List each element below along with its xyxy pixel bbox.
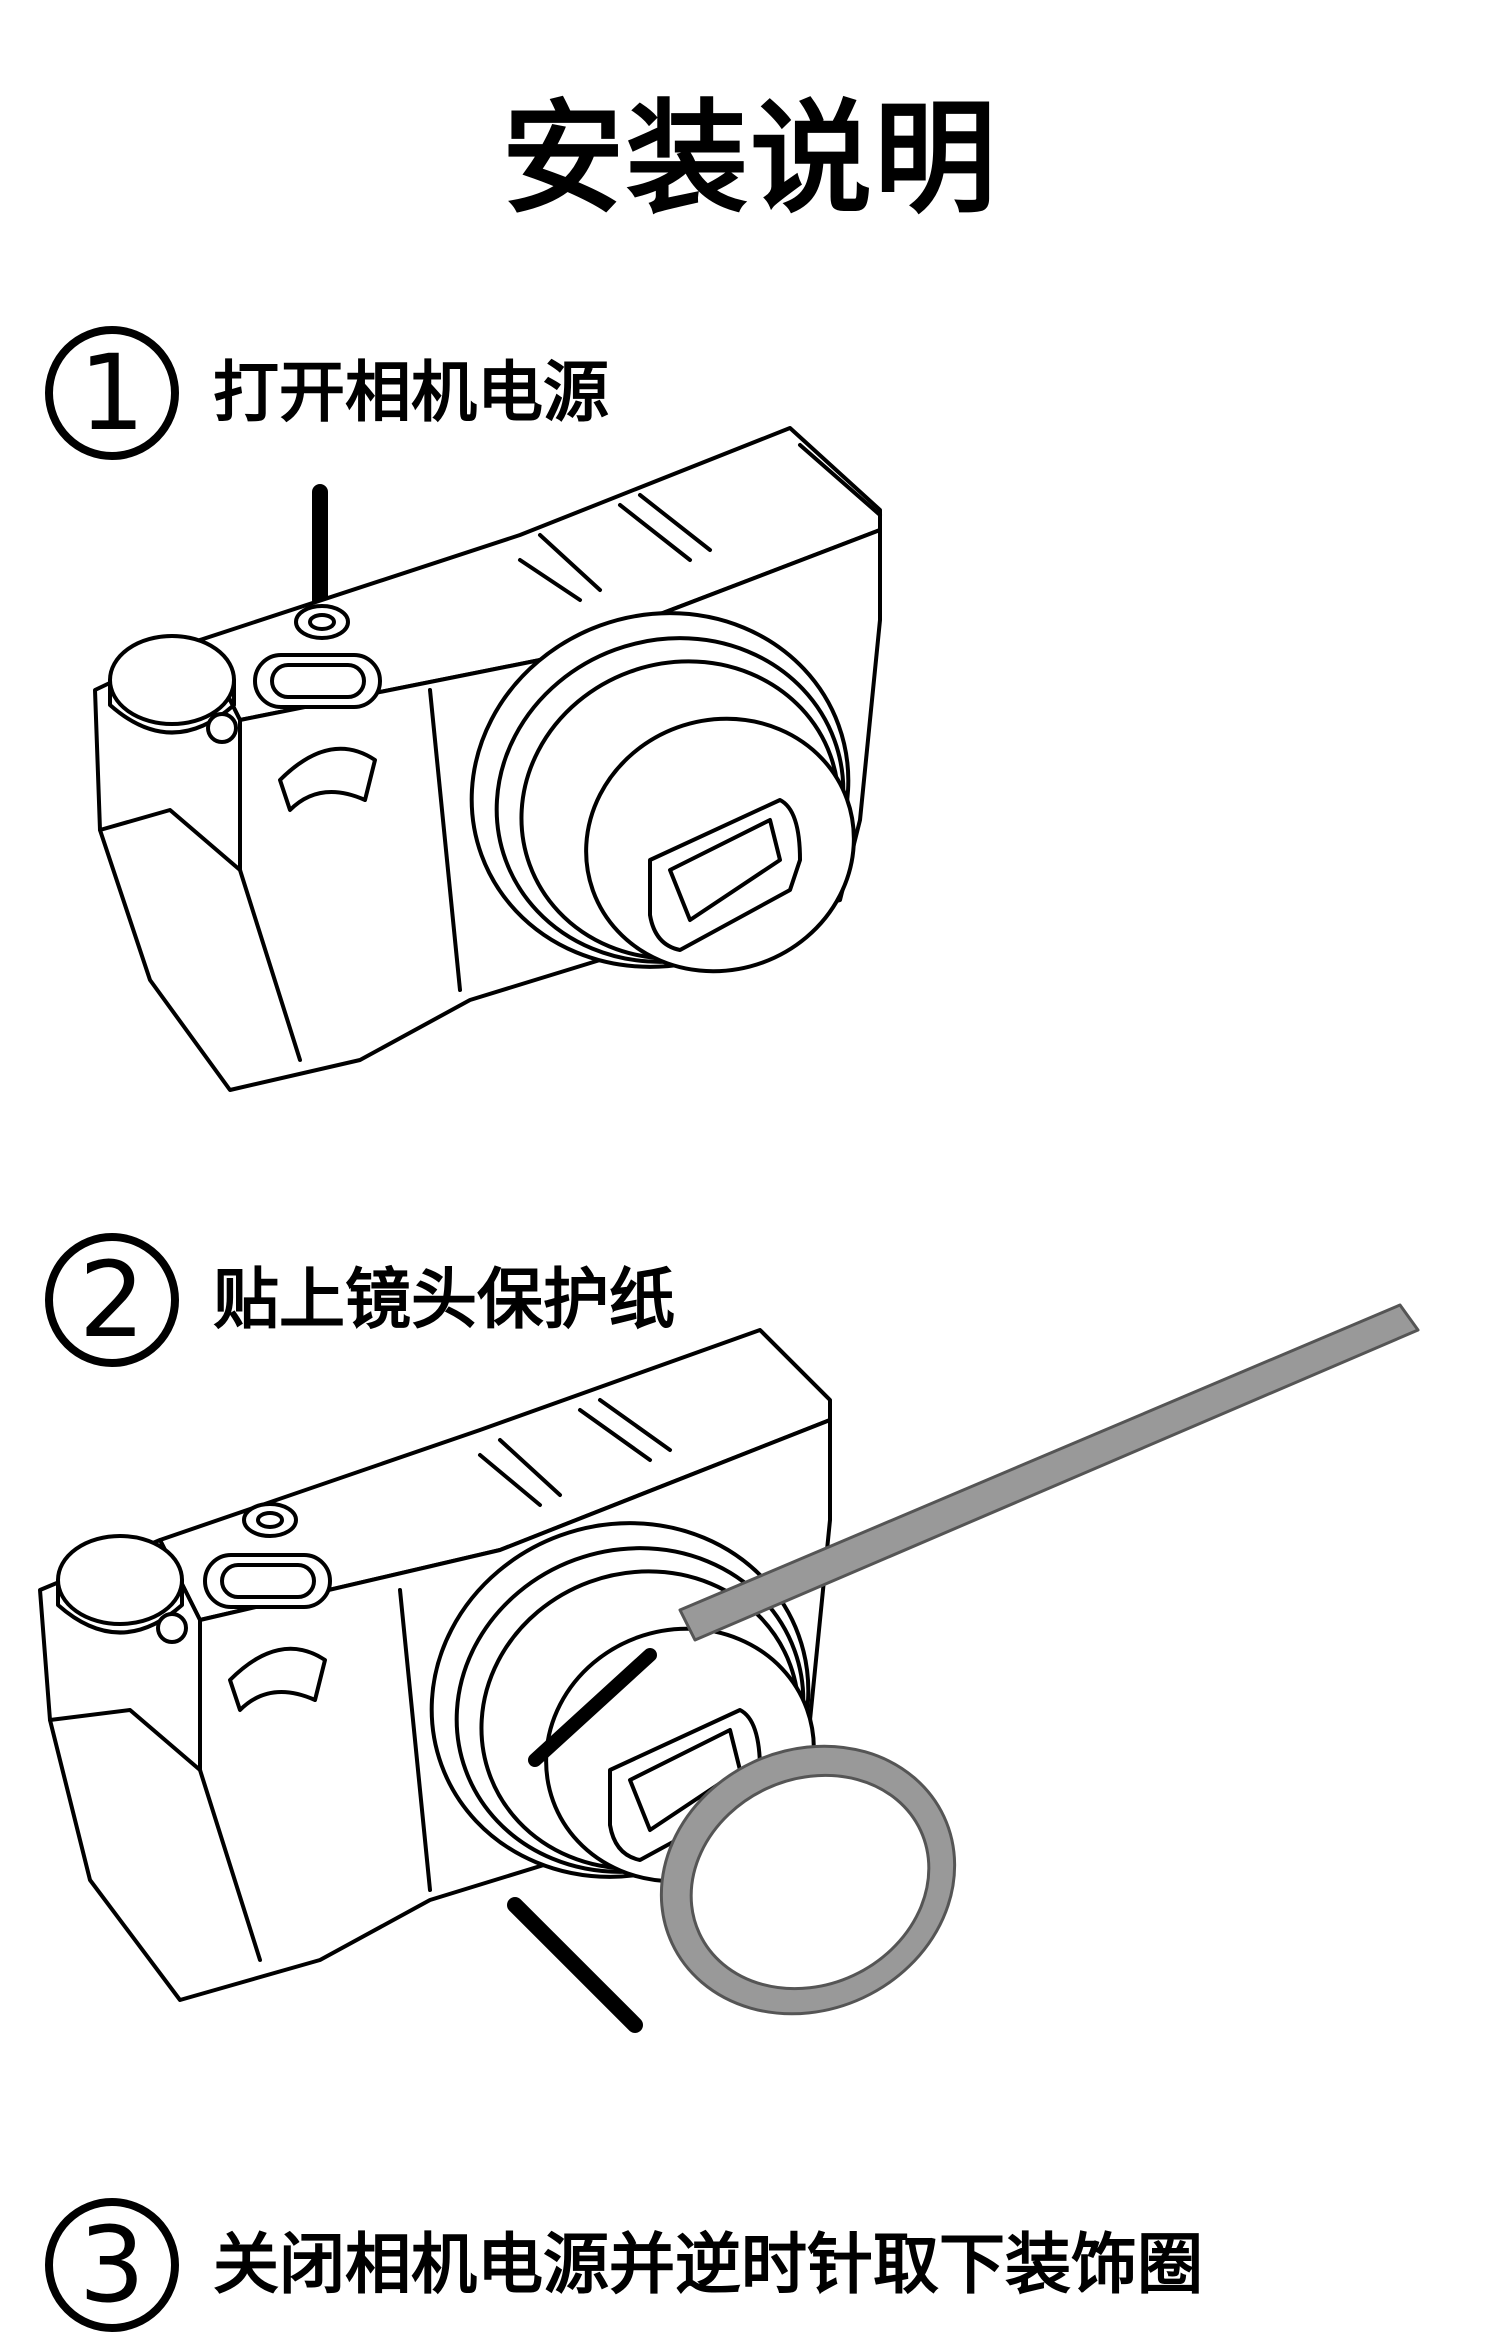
step-3-number-circle: 3 bbox=[45, 2198, 179, 2332]
step-2-number: 2 bbox=[78, 1239, 146, 1361]
step-3-header: 3 关闭相机电源并逆时针取下装饰圈 bbox=[45, 2190, 1203, 2340]
film-edge-mark bbox=[528, 1648, 657, 1767]
step-2-text: 贴上镜头保护纸 bbox=[213, 1261, 675, 1338]
step-1-header: 1 打开相机电源 bbox=[45, 318, 609, 468]
step-1-text: 打开相机电源 bbox=[213, 354, 609, 431]
step-3-number: 3 bbox=[78, 2204, 146, 2326]
step-2-number-circle: 2 bbox=[45, 1233, 179, 1367]
step-2-header: 2 贴上镜头保护纸 bbox=[45, 1225, 675, 1375]
step-1-number: 1 bbox=[78, 332, 146, 454]
page-title: 安装说明 bbox=[502, 88, 998, 230]
grip-indicator bbox=[278, 746, 377, 812]
mode-dial bbox=[108, 634, 236, 726]
step-1-number-circle: 1 bbox=[45, 326, 179, 460]
protective-film-strip bbox=[678, 1303, 1420, 1642]
step-2-camera-illustration bbox=[38, 1303, 1420, 2033]
step-1-camera-illustration bbox=[93, 426, 882, 1092]
ring-edge-mark bbox=[507, 1897, 643, 2033]
step-3-text: 关闭相机电源并逆时针取下装饰圈 bbox=[213, 2226, 1203, 2303]
